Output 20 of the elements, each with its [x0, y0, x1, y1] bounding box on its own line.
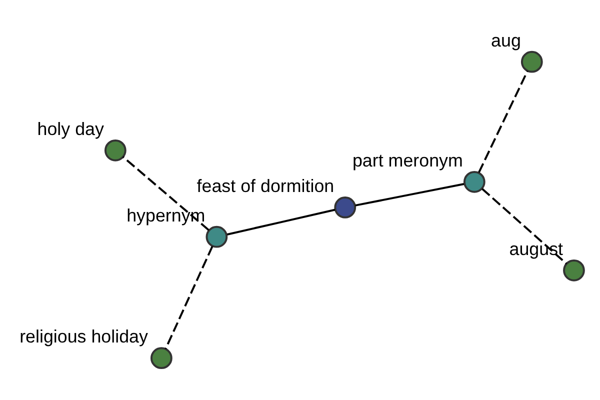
node-circle	[520, 50, 543, 73]
node-label: religious holiday	[20, 326, 148, 347]
node-circle	[206, 226, 228, 248]
node-label: hypernym	[126, 205, 206, 226]
connector	[164, 246, 214, 350]
connector	[122, 156, 210, 231]
node-circle	[463, 170, 486, 193]
node-label: part meronym	[352, 150, 463, 170]
node-circle	[334, 196, 356, 218]
connector	[355, 183, 464, 206]
connector	[478, 70, 528, 173]
connector	[226, 208, 336, 236]
node-label: holy day	[37, 118, 104, 139]
node-circle	[104, 139, 126, 162]
node-label: august	[509, 238, 564, 259]
node-circle	[563, 259, 585, 282]
node-label: aug	[491, 30, 521, 50]
node-circle	[150, 347, 172, 370]
connector	[482, 188, 568, 264]
node-label: feast of dormition	[196, 176, 334, 196]
